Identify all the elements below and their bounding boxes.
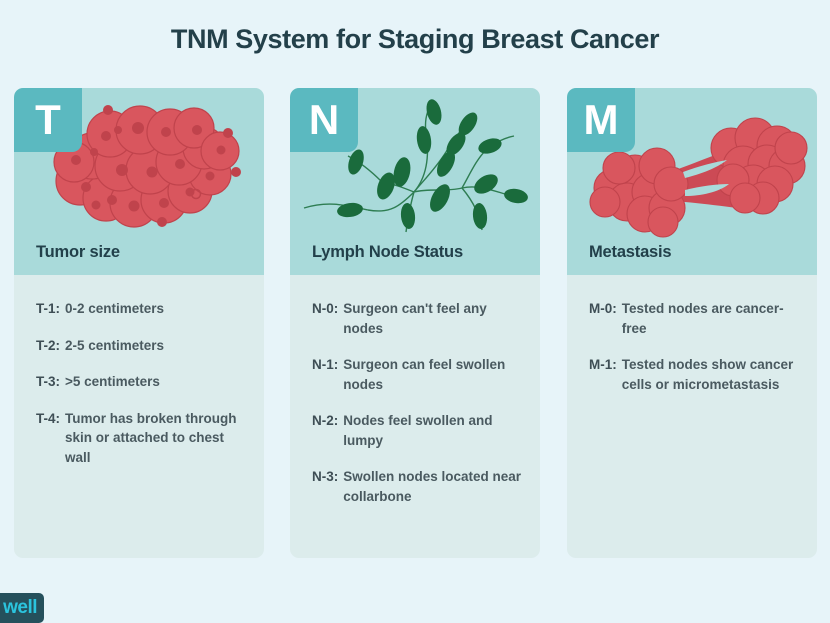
list-item: N-2: Nodes feel swollen and lumpy xyxy=(312,411,524,450)
list-item-text: Tumor has broken through skin or attache… xyxy=(65,410,237,465)
stage-list-t: T-1: 0-2 centimeters T-2: 2-5 centimeter… xyxy=(14,275,264,558)
page-title: TNM System for Staging Breast Cancer xyxy=(170,24,660,54)
list-item: N-0: Surgeon can't feel any nodes xyxy=(312,299,524,338)
list-item: M-1: Tested nodes show cancer cells or m… xyxy=(589,355,801,394)
list-item-text: 0-2 centimeters xyxy=(65,301,165,316)
list-item: T-2: 2-5 centimeters xyxy=(36,336,248,356)
card-heading-metastasis: Metastasis xyxy=(589,243,672,261)
card-lymph-node-status: N Lymph Node Status N-0: Surgeon can't f… xyxy=(290,88,540,558)
list-item: M-0: Tested nodes are cancer-free xyxy=(589,299,801,338)
list-item-key: N-0: xyxy=(312,301,339,316)
letter-badge-n: N xyxy=(290,88,358,152)
list-item-key: T-4: xyxy=(36,410,61,426)
list-item-text: Tested nodes are cancer-free xyxy=(621,301,784,336)
list-item-key: T-2: xyxy=(36,337,61,353)
stage-list-m: M-0: Tested nodes are cancer-free M-1: T… xyxy=(567,275,817,558)
list-item-key: N-1: xyxy=(312,357,339,373)
list-item-text: Swollen nodes located near collarbone xyxy=(343,469,522,504)
list-item-key: N-2: xyxy=(312,413,339,429)
list-item-key: N-3: xyxy=(312,469,339,485)
list-item-key: T-1: xyxy=(36,301,61,316)
logo-text: well xyxy=(3,597,37,618)
list-item-text: Tested nodes show cancer cells or microm… xyxy=(621,357,794,392)
letter-badge-t: T xyxy=(14,88,82,152)
card-metastasis: M Metastasis M-0: Tested nodes are cance… xyxy=(567,88,817,558)
list-item-text: Surgeon can't feel any nodes xyxy=(343,301,487,336)
list-item: T-1: 0-2 centimeters xyxy=(36,299,248,319)
list-item-text: Surgeon can feel swollen nodes xyxy=(343,357,506,392)
list-item-key: M-0: xyxy=(589,301,617,316)
letter-badge-m: M xyxy=(567,88,635,152)
list-item: N-3: Swollen nodes located near collarbo… xyxy=(312,467,524,506)
list-item: T-3: >5 centimeters xyxy=(36,372,248,392)
list-item: T-4: Tumor has broken through skin or at… xyxy=(36,409,248,468)
list-item-text: Nodes feel swollen and lumpy xyxy=(343,413,493,448)
card-heading-tumor-size: Tumor size xyxy=(36,243,120,261)
card-tumor-size: T Tumor size T-1: 0-2 centimeters T-2: 2… xyxy=(14,88,264,558)
list-item-key: M-1: xyxy=(589,357,617,373)
card-heading-lymph-node-status: Lymph Node Status xyxy=(312,243,463,261)
list-item-text: >5 centimeters xyxy=(65,374,160,390)
stage-list-n: N-0: Surgeon can't feel any nodes N-1: S… xyxy=(290,275,540,558)
list-item-text: 2-5 centimeters xyxy=(65,337,165,353)
list-item: N-1: Surgeon can feel swollen nodes xyxy=(312,355,524,394)
site-logo[interactable]: well xyxy=(0,593,44,623)
list-item-key: T-3: xyxy=(36,374,61,390)
